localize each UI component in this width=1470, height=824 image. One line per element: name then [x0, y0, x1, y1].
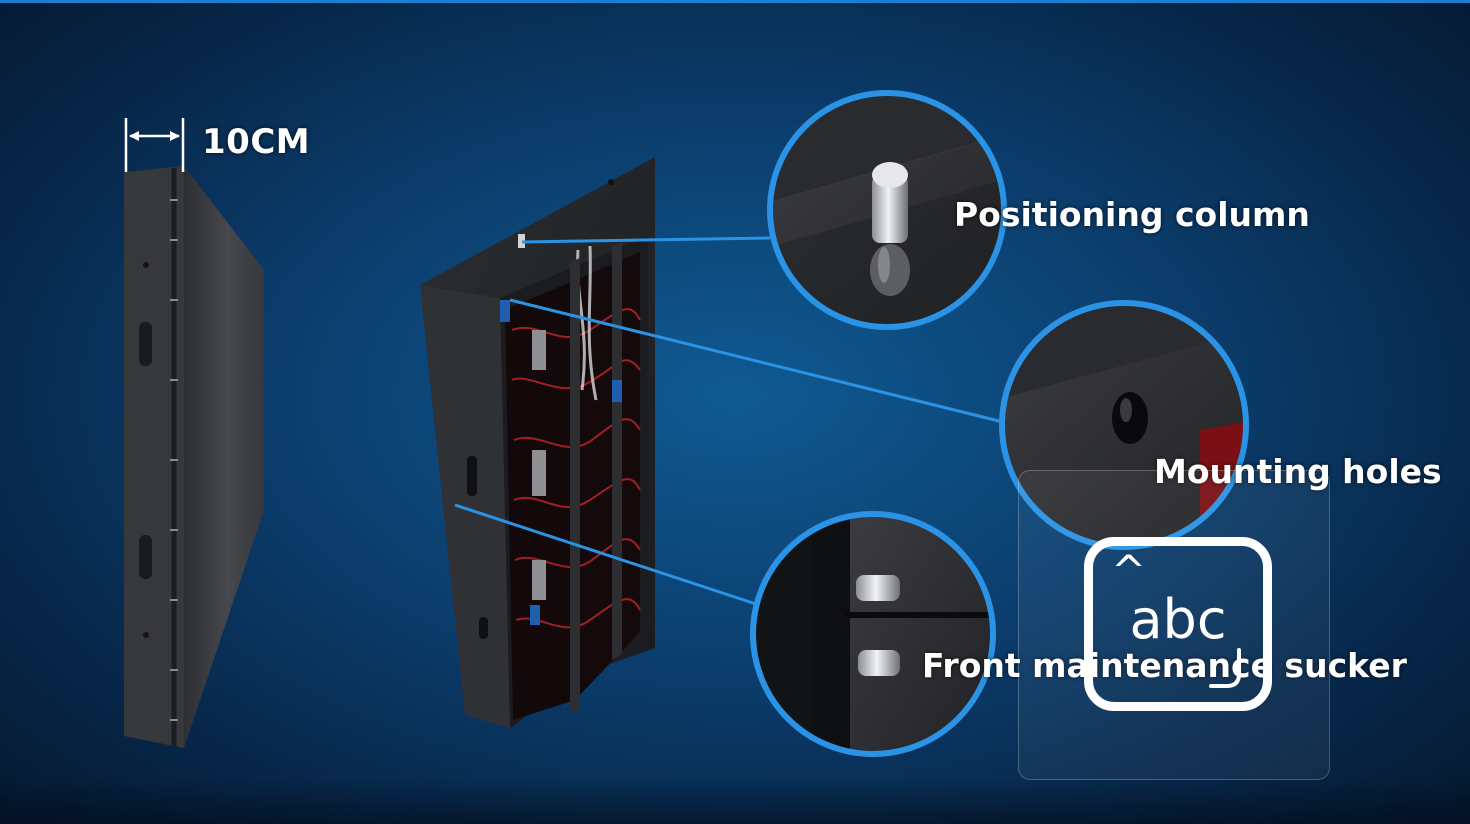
- callout-lines: [454, 236, 1004, 606]
- text-input-mode-button[interactable]: ^ abc: [1084, 537, 1272, 711]
- dimension-marker: [124, 118, 185, 172]
- dimension-label: 10CM: [202, 122, 311, 162]
- side-view-cabinet: [124, 166, 264, 748]
- rear-view-cabinet: [420, 157, 655, 728]
- input-mode-label: abc: [1129, 588, 1227, 651]
- top-accent-line: [0, 0, 1470, 3]
- bottom-shadow-band: [0, 778, 1470, 824]
- text-input-overlay-panel: [1018, 470, 1330, 780]
- caret-up-icon: ^: [1111, 546, 1147, 595]
- mounting-holes-label: Mounting holes: [1154, 452, 1442, 491]
- callout-front-maintenance-sucker: [750, 511, 996, 757]
- front-maintenance-sucker-label: Front maintenance sucker: [922, 646, 1407, 685]
- callout-positioning-column: [767, 90, 1007, 330]
- positioning-column-label: Positioning column: [954, 195, 1310, 234]
- return-icon: [1209, 648, 1241, 688]
- callout-mounting-holes: [999, 300, 1249, 550]
